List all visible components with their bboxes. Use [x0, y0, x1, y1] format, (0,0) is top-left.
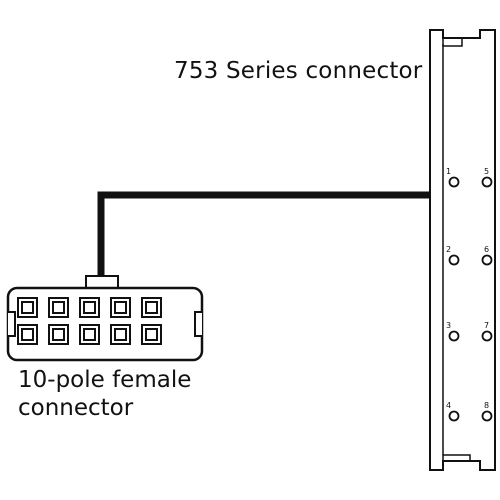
- pin-number: 7: [484, 321, 489, 330]
- socket-contact: [145, 328, 158, 341]
- socket-grid: [17, 297, 162, 345]
- bottom-clip: [442, 454, 471, 461]
- female-connector-label: 10-pole female connector: [18, 366, 191, 422]
- pin-contact: [481, 176, 493, 188]
- socket-contact: [52, 328, 65, 341]
- socket-contact: [145, 301, 158, 314]
- pin-number: 3: [446, 321, 451, 330]
- pin-contact: [448, 330, 460, 342]
- pin-number: 5: [484, 167, 489, 176]
- socket-contact: [114, 328, 127, 341]
- socket-contact: [83, 301, 96, 314]
- pin-number: 4: [446, 401, 451, 410]
- pin-number: 6: [484, 245, 489, 254]
- series-connector-label: 753 Series connector: [174, 58, 423, 84]
- module-strip: 1 2 3 4 5 6 7 8: [429, 29, 496, 471]
- pin-number: 8: [484, 401, 489, 410]
- female-connector-label-line2: connector: [18, 395, 134, 421]
- pin-contact: [481, 254, 493, 266]
- pin-contact: [481, 330, 493, 342]
- female-connector: [6, 275, 204, 362]
- pin-grid: 1 2 3 4 5 6 7 8: [446, 167, 493, 422]
- pin-number: 1: [446, 167, 451, 176]
- pin-contact: [481, 410, 493, 422]
- cable: [97, 191, 443, 284]
- socket-contact: [21, 328, 34, 341]
- socket-contact: [21, 301, 34, 314]
- connector-left-notch: [8, 311, 16, 337]
- socket-contact: [114, 301, 127, 314]
- pin-number: 2: [446, 245, 451, 254]
- pin-contact: [448, 254, 460, 266]
- top-clip: [442, 38, 463, 47]
- connector-right-notch: [194, 311, 202, 337]
- female-connector-label-line1: 10-pole female: [18, 367, 192, 393]
- socket-contact: [52, 301, 65, 314]
- pin-contact: [448, 410, 460, 422]
- pin-contact: [448, 176, 460, 188]
- socket-contact: [83, 328, 96, 341]
